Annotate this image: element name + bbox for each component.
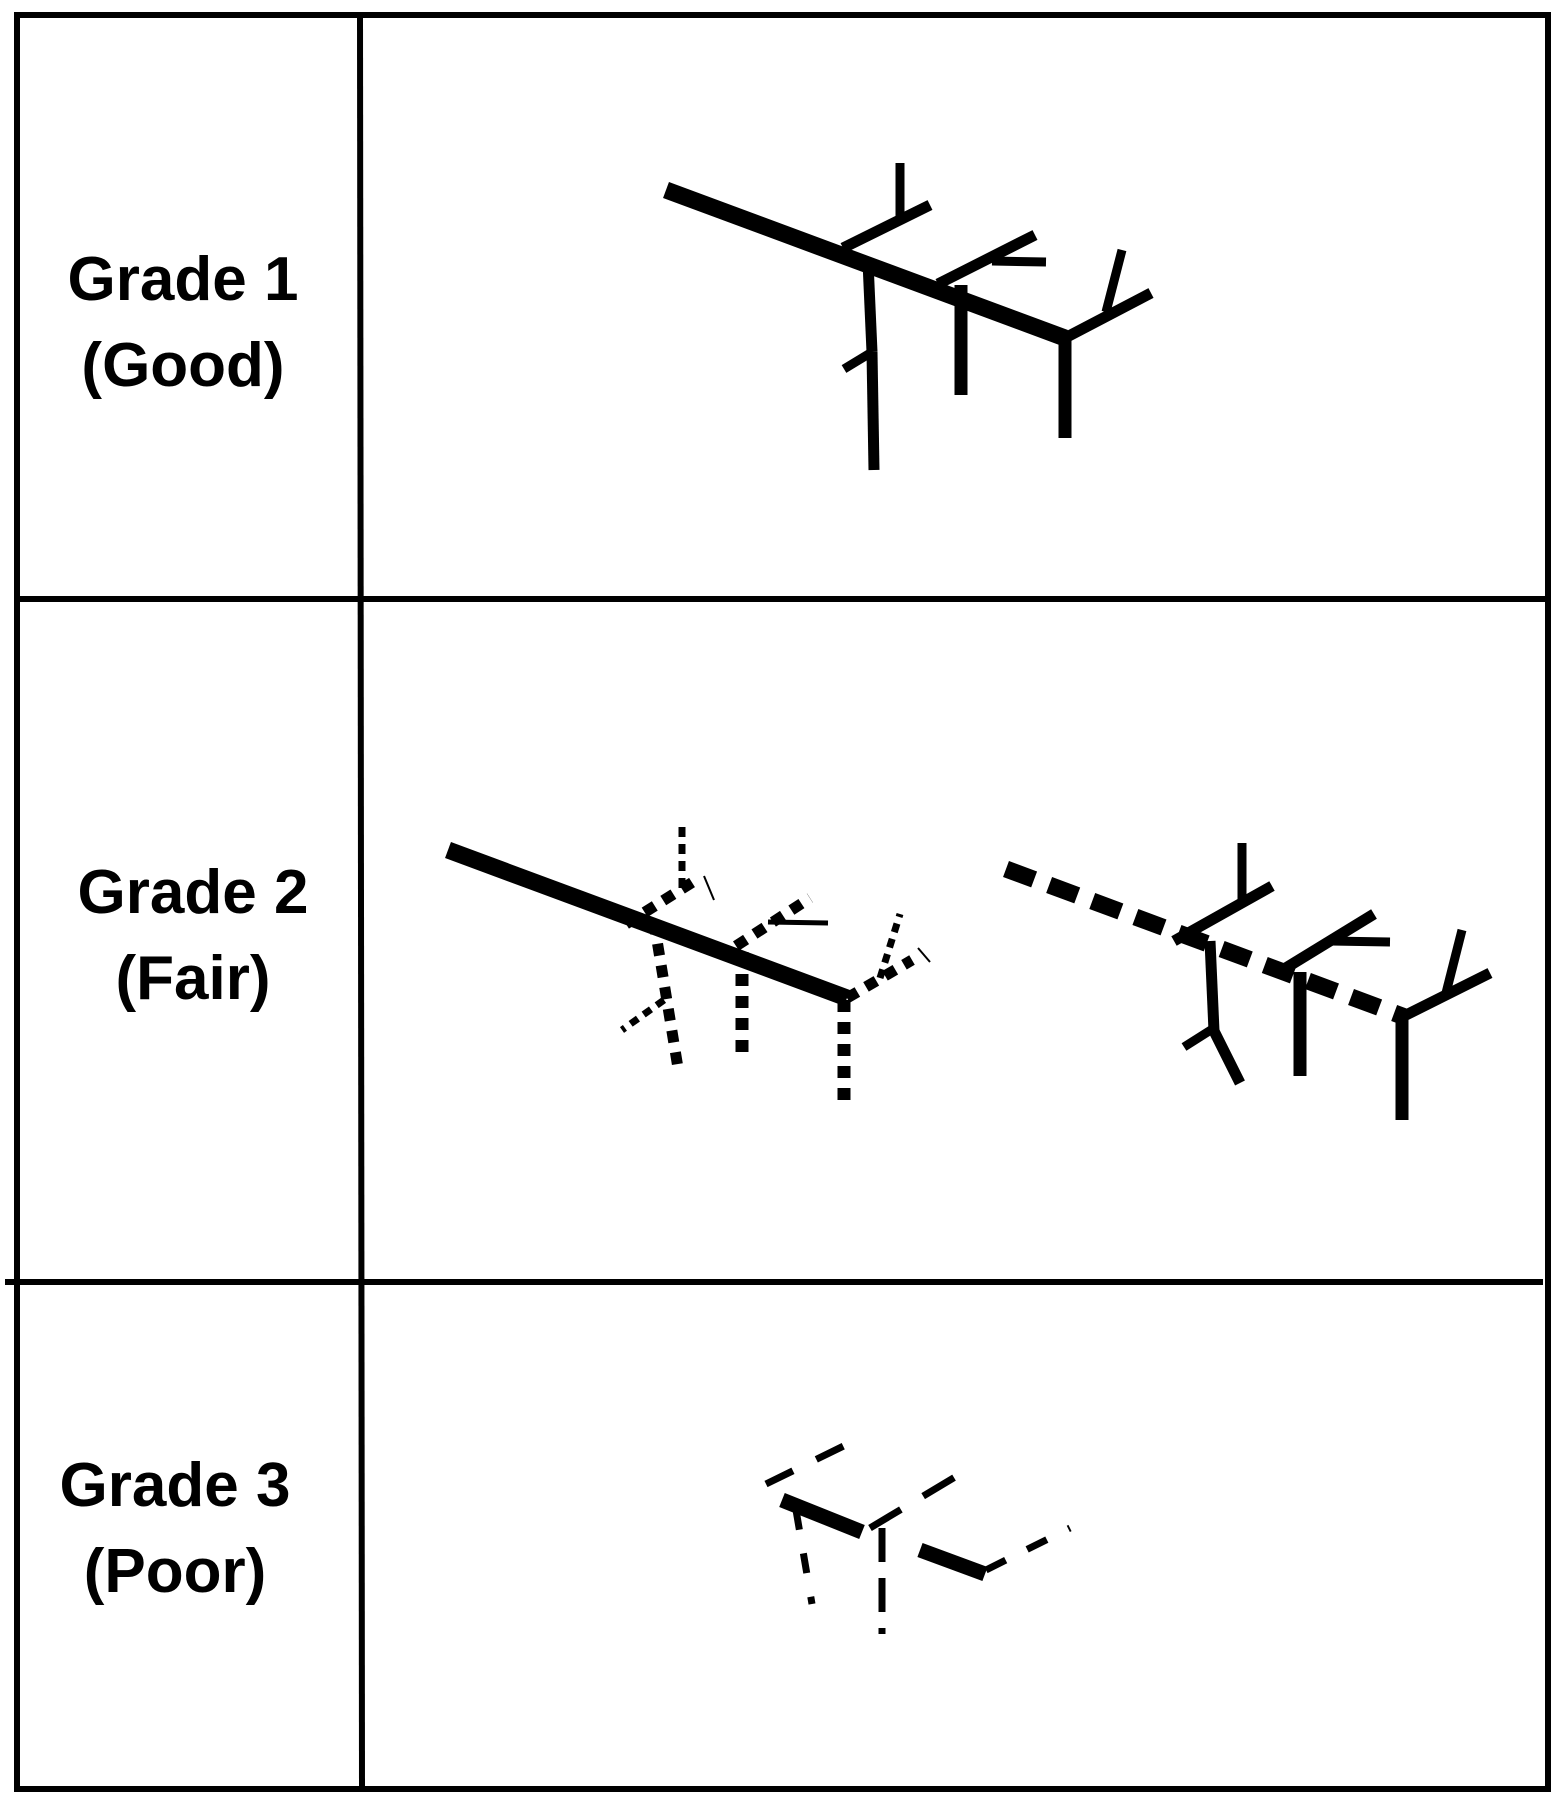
g2-thin-branch: [767, 919, 829, 926]
g2-dotted-branch: [619, 997, 667, 1033]
g1-branch: [840, 200, 933, 253]
g2-solid-branch: [1399, 968, 1493, 1022]
grade-2-quality: (Fair): [115, 944, 271, 1013]
grade-1-quality: (Good): [81, 331, 285, 400]
table-grid: [5, 11, 1551, 1793]
grade-2-vessel-drawing-left: [445, 824, 931, 1104]
g1-branch: [862, 261, 878, 353]
g1-branch: [991, 256, 1047, 267]
g2-solid-branch: [1181, 1024, 1217, 1051]
grade-2-label: Grade 2 (Fair): [28, 850, 358, 1022]
grade-3-title: Grade 3: [59, 1451, 291, 1520]
grade-3-vessel-drawing: [764, 1434, 1072, 1634]
g2-thin-branch: [703, 875, 715, 901]
grade-3-quality: (Poor): [83, 1537, 267, 1606]
table-border: [14, 12, 1551, 1792]
g3-trunk-fragment: [779, 1493, 865, 1539]
grade-3-label: Grade 3 (Poor): [10, 1443, 340, 1615]
g1-branch: [841, 348, 875, 373]
g2-solid-branch: [1441, 928, 1467, 995]
g2-solid-branch: [1171, 881, 1275, 946]
g2-dotted-branch: [844, 955, 915, 1003]
column-divider: [356, 11, 366, 1793]
grade-1-title: Grade 1: [67, 245, 299, 314]
g3-dashed-branch: [984, 1524, 1072, 1574]
g1-branch: [1062, 288, 1154, 343]
grade-2-vessel-drawing-right: [1003, 843, 1493, 1120]
g1-branch: [866, 351, 880, 471]
g3-dashed-branch: [764, 1434, 862, 1488]
g2-solid-branch: [1329, 936, 1391, 947]
g2-main-trunk: [445, 842, 850, 1006]
g2-solid-branch: [1209, 1028, 1245, 1086]
g2-thin-branch: [917, 947, 931, 963]
g2-solid-branch: [1273, 909, 1377, 979]
g3-dashed-branch: [868, 1470, 962, 1532]
grade-1-label: Grade 1 (Good): [18, 237, 348, 409]
grade-2-title: Grade 2: [77, 858, 309, 927]
grade-1-vessel-drawing: [663, 163, 1154, 471]
g1-branch: [935, 230, 1038, 289]
g2-dotted-branch: [648, 921, 684, 1069]
g1-branch: [1101, 248, 1127, 314]
g2-dotted-branch: [876, 912, 904, 980]
g2-solid-branch: [1204, 940, 1220, 1032]
g3-dashed-branch: [792, 1509, 816, 1605]
g3-trunk-fragment: [917, 1542, 988, 1582]
